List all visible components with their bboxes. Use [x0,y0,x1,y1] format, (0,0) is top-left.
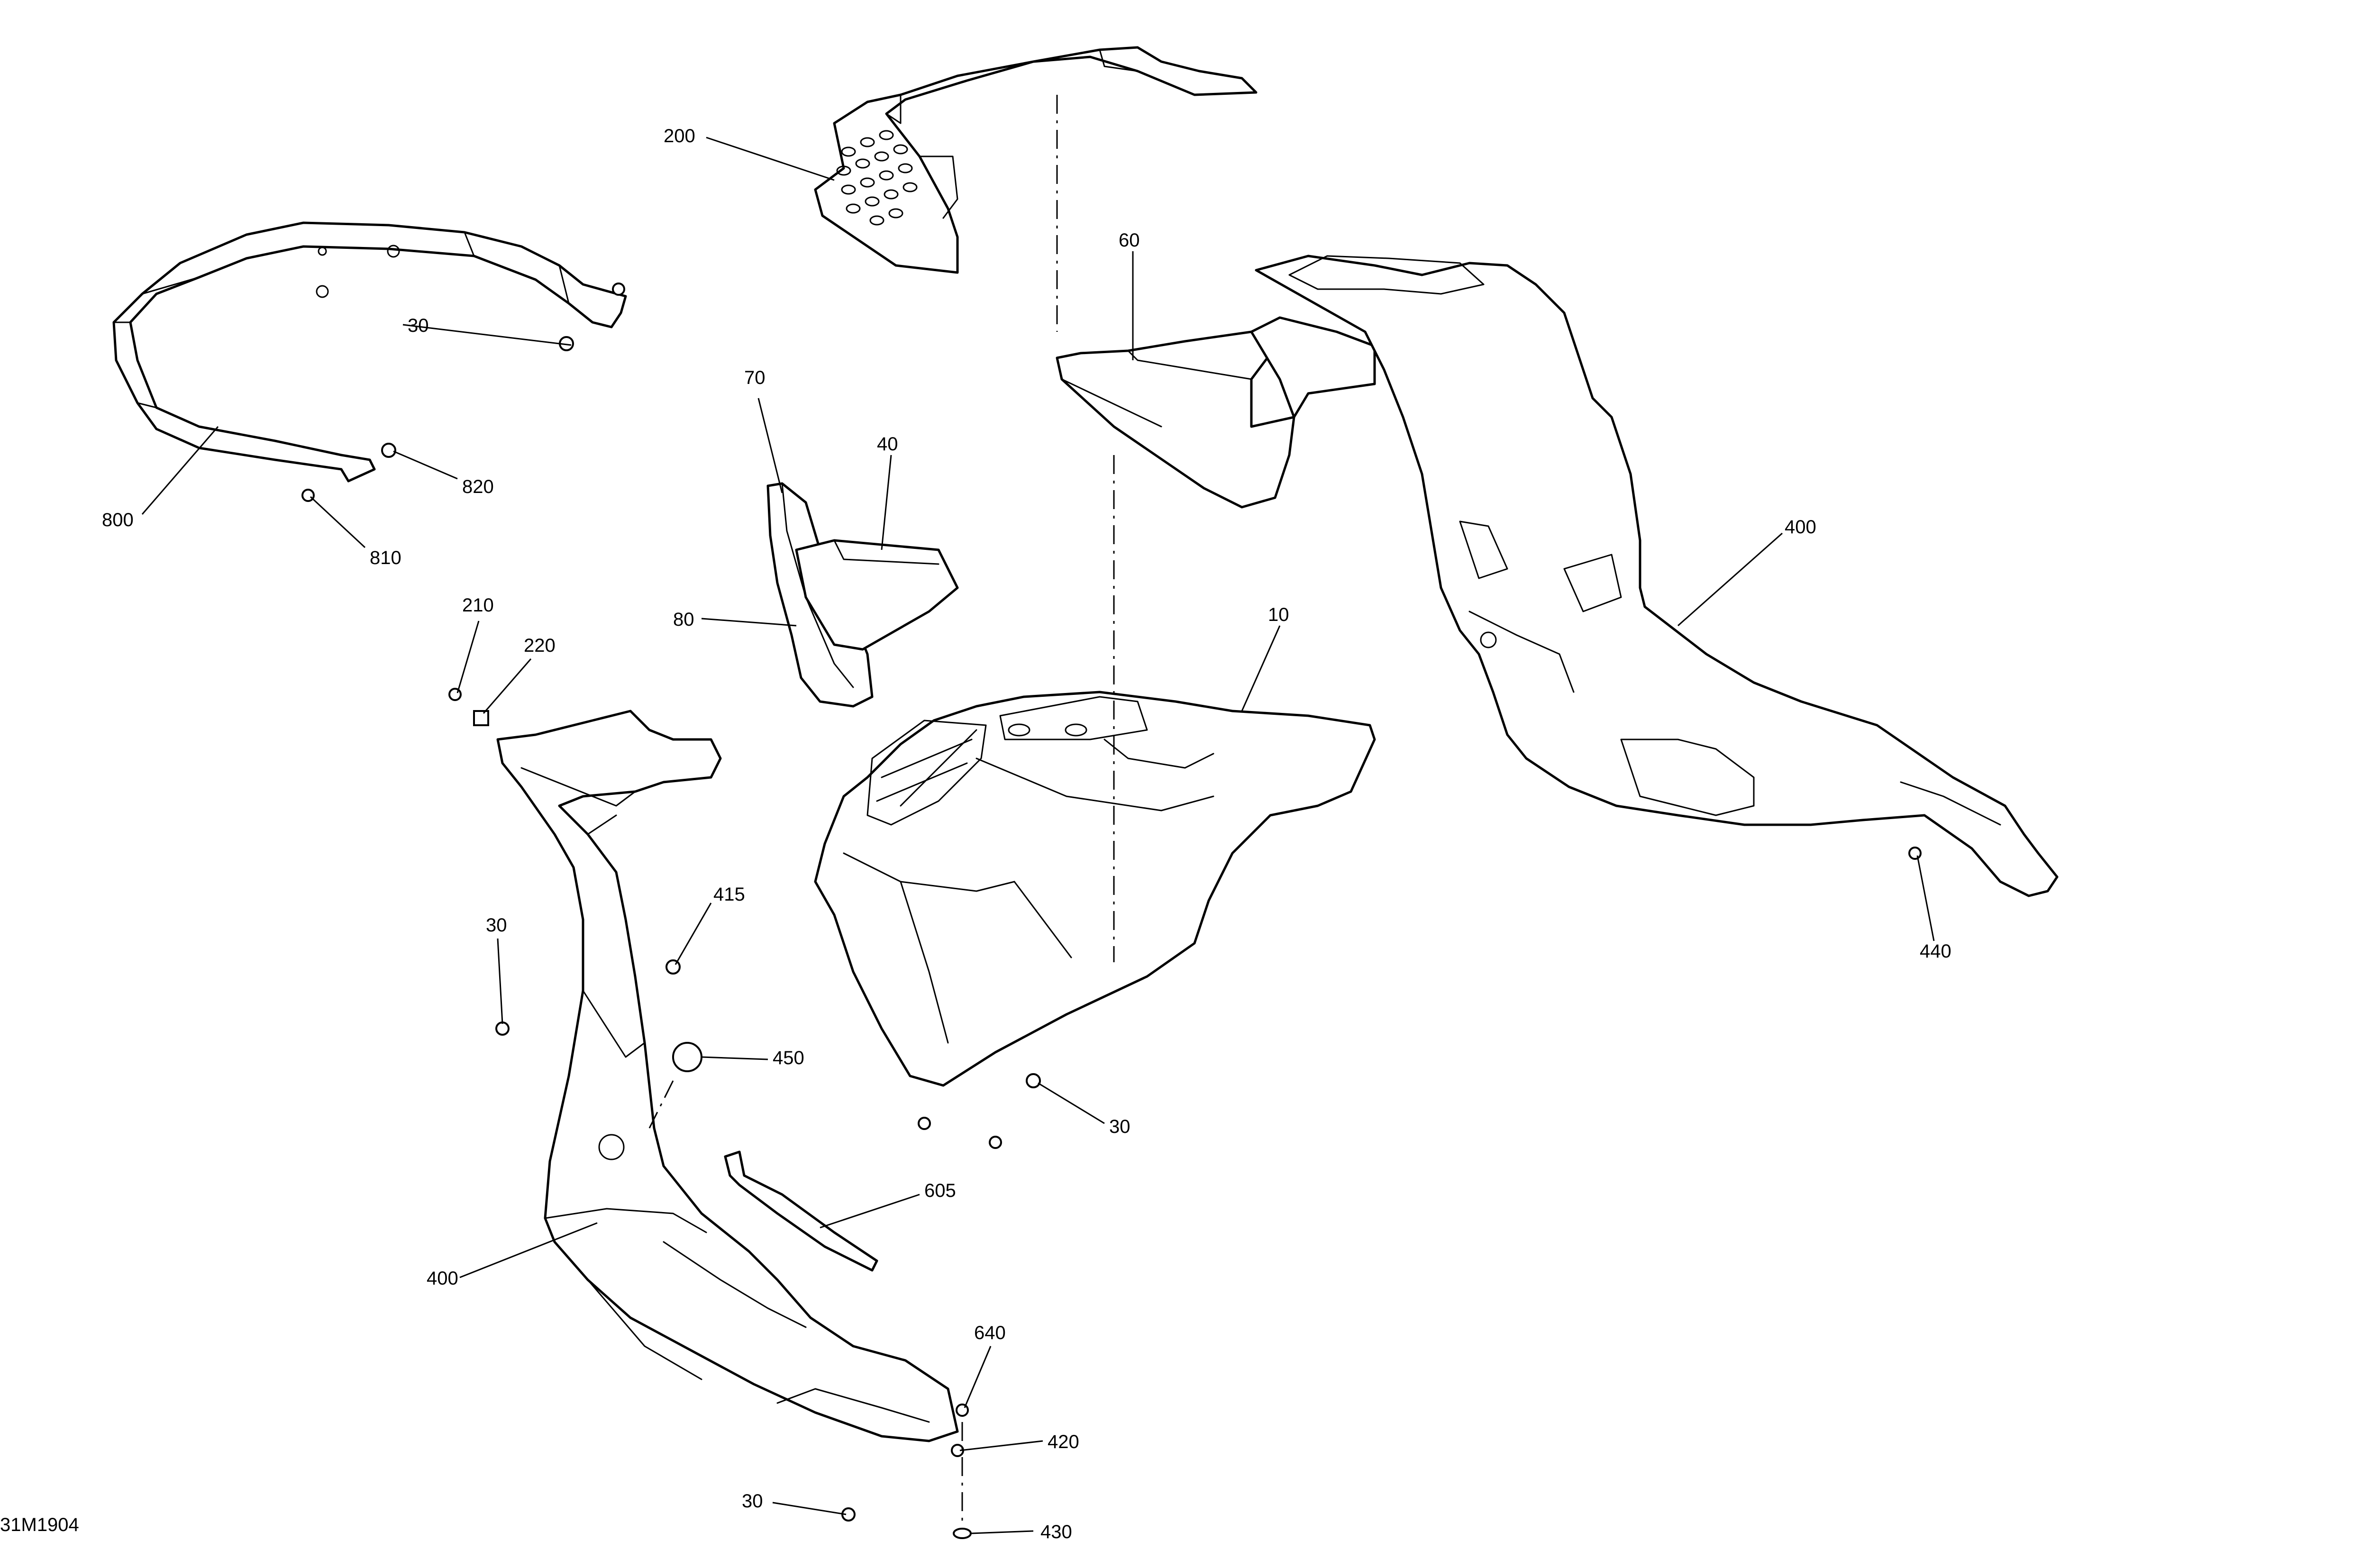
part-40-bracket [795,539,959,651]
part-400-left-side-panel [496,710,959,1442]
nut-820 [381,443,396,458]
callout-10: 10 [1268,604,1289,625]
bolt-rail-end [612,283,625,296]
callout-labels: 200 60 30 70 40 80 800 820 810 210 220 1… [102,126,1951,1542]
document-code: 31M1904 [0,1514,79,1535]
callout-400-left: 400 [427,1268,458,1289]
callout-400-right: 400 [1785,517,1816,538]
hardware-items [301,283,1922,1539]
washer-430 [953,1528,972,1539]
screw-440 [1908,847,1922,860]
callout-440: 440 [1920,941,1951,962]
callout-30-left: 30 [486,915,507,936]
part-800-rail [112,221,627,483]
part-10-console [814,691,1376,1087]
callout-605: 605 [924,1180,956,1201]
perforation-holes [836,130,918,226]
clip-415 [665,959,681,975]
part-200-upper-cover [814,46,1258,274]
alignment-lines [648,95,1115,1522]
part-605-strip [724,1150,878,1272]
grommet-450 [672,1042,702,1072]
callout-450: 450 [773,1048,804,1068]
callout-210: 210 [462,595,494,616]
leader-lines [141,137,1935,1534]
callout-810: 810 [370,547,401,568]
clip-a [918,1117,931,1130]
callout-30-bottom: 30 [742,1491,763,1512]
clip-220 [473,710,489,726]
callout-800: 800 [102,510,134,530]
callout-60: 60 [1119,230,1140,251]
callout-70: 70 [744,367,766,388]
callout-220: 220 [524,635,556,656]
nut-30-left [495,1021,510,1036]
callout-200: 200 [664,126,695,146]
callout-820: 820 [462,476,494,497]
callout-640: 640 [974,1322,1006,1343]
screw-640 [956,1404,969,1417]
part-400-right-side-panel [1255,255,2059,897]
callout-80: 80 [673,609,694,630]
screw-810 [301,489,315,502]
callout-415: 415 [713,884,745,905]
nut-30-center [1026,1073,1041,1088]
screw-210 [448,688,462,701]
clip-b [989,1136,1002,1149]
callout-40: 40 [877,434,898,455]
callout-30-center: 30 [1109,1116,1130,1137]
callout-430: 430 [1040,1522,1072,1542]
part-60 [1056,316,1376,509]
callout-30-rail: 30 [408,315,429,336]
callout-420: 420 [1048,1431,1079,1452]
